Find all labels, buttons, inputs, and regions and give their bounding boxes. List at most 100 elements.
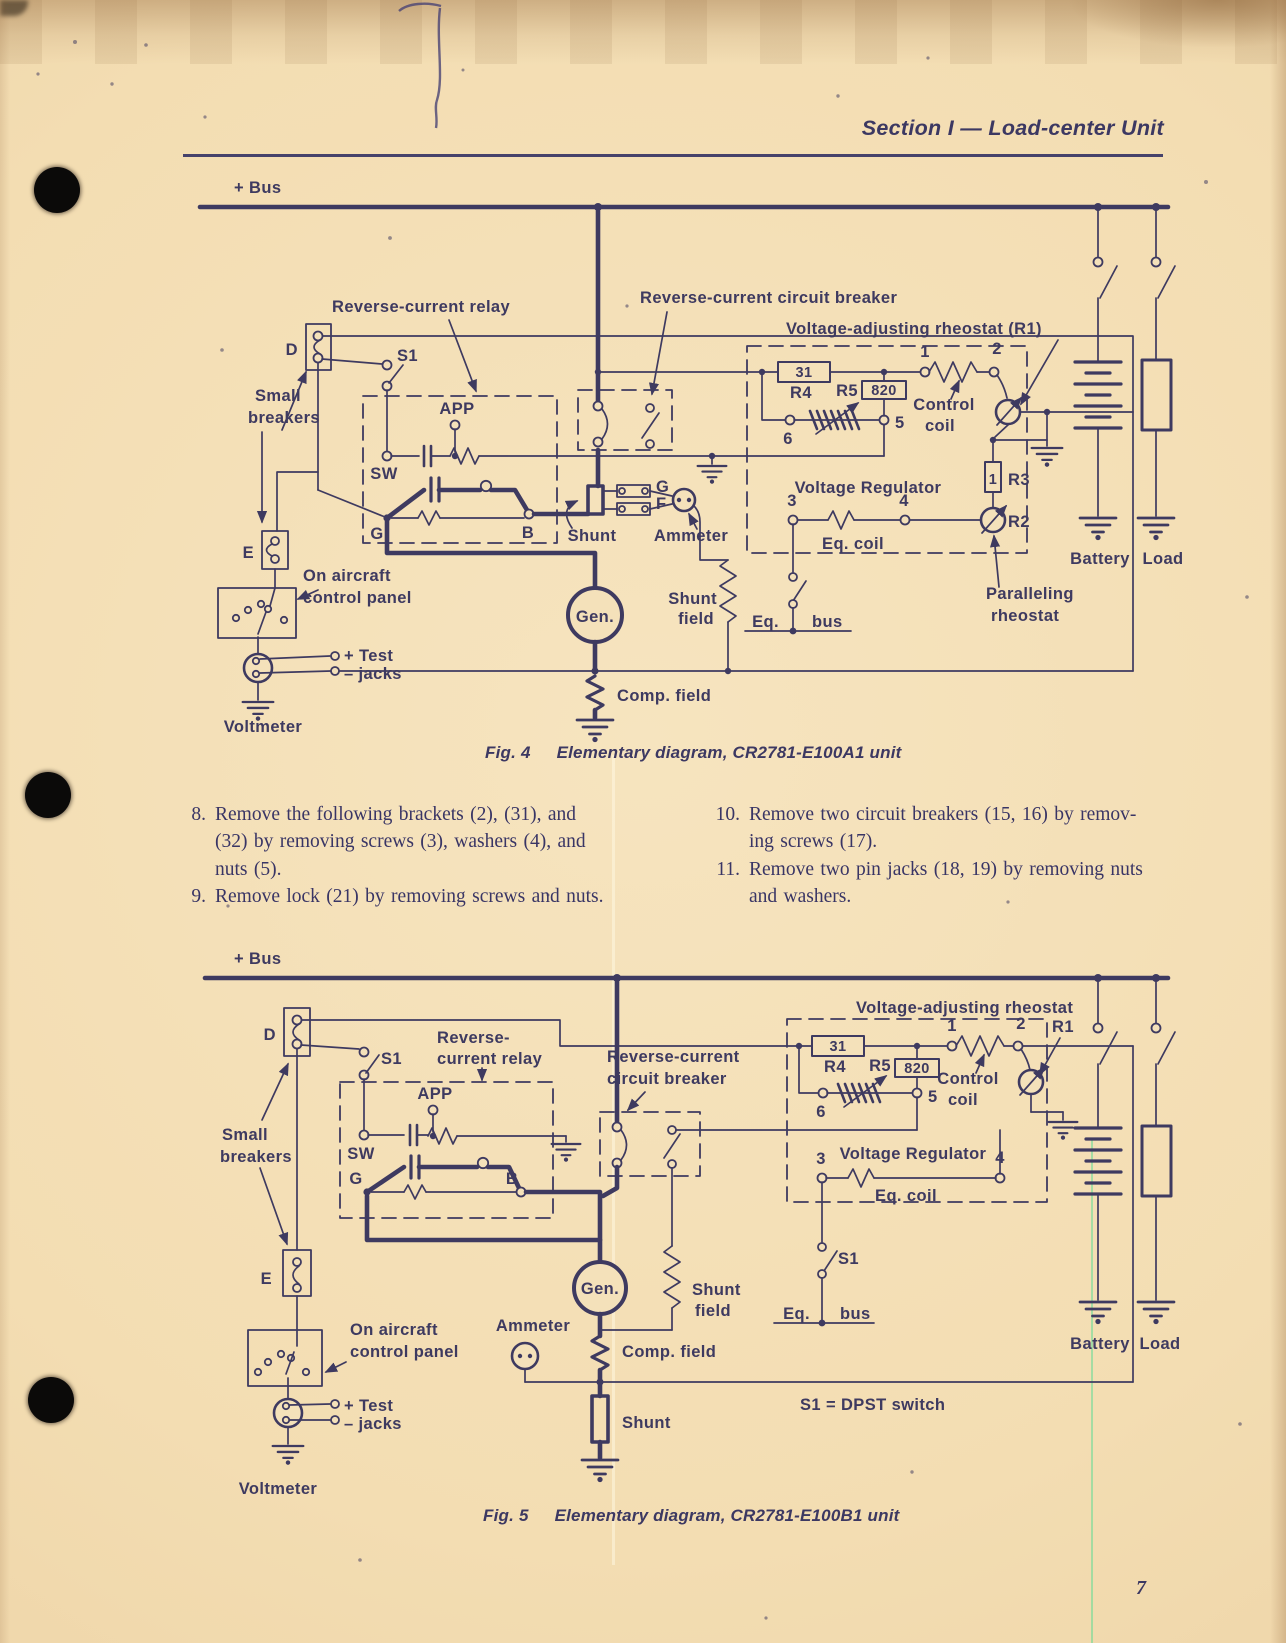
test-jack-plus-label: + Test (344, 647, 393, 665)
test-jack-minus-label: – jacks (344, 1415, 402, 1433)
header-rule (183, 154, 1163, 157)
ammeter-icon (510, 1341, 540, 1371)
bus-label: + Bus (234, 179, 281, 197)
relay-box (339, 1081, 554, 1219)
control-panel-box (217, 587, 297, 639)
generator-label: Gen. (581, 1280, 619, 1298)
eq-bus-label: bus (812, 613, 843, 631)
voltage-regulator-label: Voltage Regulator (795, 479, 942, 497)
relay-label: Reverse-current relay (332, 298, 511, 316)
fig5-wiring (202, 974, 1176, 1483)
rccb-box (577, 389, 673, 451)
panel-note-label: On aircraft (303, 567, 391, 585)
instruction-column-right: 10. Remove two circuit breakers (15, 16)… (704, 801, 1144, 911)
ammeter-g-label: G (656, 478, 669, 496)
paper-edge-shadow-left (0, 0, 10, 1643)
item-number: 10. (715, 804, 740, 825)
load-resistor-icon (1140, 358, 1173, 432)
rccb-box (599, 1111, 701, 1177)
load-resistor-icon (1140, 1124, 1173, 1198)
breaker-d-label: D (286, 341, 298, 359)
terminal-6-label: 6 (816, 1103, 826, 1121)
test-jack-minus-label: – jacks (344, 665, 402, 683)
r2-label: R2 (1008, 513, 1030, 531)
bus-label: + Bus (234, 950, 281, 968)
text-line: ing screws (17). (749, 831, 878, 853)
terminal-3-label: 3 (816, 1150, 826, 1168)
paper-specks (36, 40, 1249, 1620)
terminal-3-label: 3 (787, 492, 797, 510)
r5-value: 820 (871, 383, 896, 399)
r3-value: 1 (989, 472, 997, 488)
item-number: 11. (716, 858, 740, 880)
shunt-field-label: Shunt (668, 590, 717, 608)
text-line: nuts (5). (215, 858, 282, 880)
ammeter-label: Ammeter (654, 527, 729, 545)
panel-note-label: On aircraft (350, 1321, 438, 1339)
rccb-label: Reverse-current circuit breaker (640, 289, 897, 307)
paper-stain-top-right (1056, 0, 1286, 48)
terminal-g-label: G (349, 1170, 362, 1188)
test-jack-plus-label: + Test (344, 1397, 393, 1415)
small-breakers-label: breakers (248, 409, 320, 427)
text-line: Remove two circuit breakers (15, 16) by … (749, 804, 1137, 825)
sw-label: SW (370, 465, 397, 483)
panel-note-label: control panel (303, 589, 412, 607)
shunt-label: Shunt (568, 527, 617, 545)
ground-icon (580, 1458, 620, 1483)
switch-s1-label: S1 (381, 1050, 402, 1068)
switch-s1-label: S1 (397, 347, 418, 365)
shunt-field-label: field (695, 1302, 731, 1320)
ammeter-label: Ammeter (496, 1317, 571, 1335)
text-line: Remove two pin jacks (18, 19) by removin… (749, 858, 1143, 880)
shunt-field-label: Shunt (692, 1281, 741, 1299)
control-coil-label: coil (925, 417, 955, 435)
relay-label: current relay (437, 1050, 543, 1068)
terminal-b-label: B (506, 1170, 518, 1188)
terminal-g-label: G (370, 525, 383, 543)
control-coil-label: Control (913, 396, 974, 414)
ground-icon (1047, 1120, 1079, 1141)
terminal-1-label: 1 (947, 1017, 957, 1035)
eq-bus-label: bus (840, 1305, 871, 1323)
generator-label: Gen. (576, 608, 614, 626)
load-label: Load (1142, 550, 1183, 568)
regulator-box (746, 345, 1028, 554)
r5-label: R5 (836, 382, 858, 400)
ground-icon (1078, 1300, 1118, 1325)
panel-note-label: control panel (350, 1343, 459, 1361)
r4-value: 31 (830, 1039, 847, 1055)
ground-icon (271, 1444, 305, 1466)
ground-icon (575, 718, 615, 743)
terminal-2-label: 2 (992, 340, 1002, 358)
ground-icon (550, 1142, 582, 1163)
dpst-note-label: S1 = DPST switch (800, 1396, 945, 1414)
figure-title: Elementary diagram, CR2781-E100A1 unit (556, 743, 902, 762)
r3-label: R3 (1008, 471, 1030, 489)
eq-label: Eq. (783, 1305, 810, 1323)
instruction-column-left: 8. Remove the following brackets (2), (3… (180, 801, 648, 911)
shunt-field-label: field (678, 610, 714, 628)
r4-label: R4 (790, 384, 812, 402)
breaker-d-label: D (264, 1026, 276, 1044)
terminal-4-label: 4 (995, 1149, 1005, 1167)
terminal-5-label: 5 (895, 414, 905, 432)
fig4-caption: Fig. 4 Elementary diagram, CR2781-E100A1 … (485, 743, 902, 763)
paper-edge-shadow-right (1270, 0, 1286, 1643)
hole-punch (34, 167, 80, 213)
control-panel-box (247, 1329, 323, 1387)
instruction-item-10: 10. Remove two circuit breakers (15, 16)… (704, 801, 1144, 856)
ground-icon (696, 464, 728, 485)
hole-punch (25, 772, 71, 818)
app-label: APP (439, 400, 474, 418)
instruction-item-11: 11. Remove two pin jacks (18, 19) by rem… (704, 856, 1144, 911)
rheostat-label: Voltage-adjusting rheostat (856, 999, 1073, 1017)
eq-coil-label: Eq. coil (875, 1187, 937, 1205)
figure-number: Fig. 4 (485, 743, 531, 762)
text-line: and washers. (749, 886, 852, 908)
battery-label: Battery (1070, 550, 1130, 568)
item-number: 9. (191, 886, 206, 908)
voltage-regulator-label: Voltage Regulator (840, 1145, 987, 1163)
r1-label: R1 (1052, 1018, 1074, 1036)
r4-label: R4 (824, 1058, 846, 1076)
